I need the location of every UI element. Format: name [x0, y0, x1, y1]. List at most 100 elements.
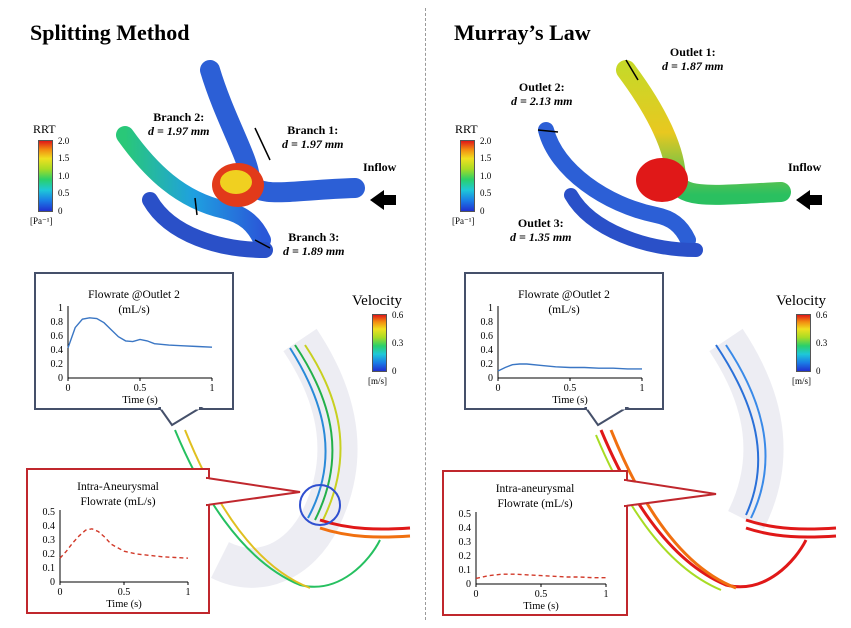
- flowrate-series-line: [59, 528, 189, 559]
- y-tick-label: 0: [58, 373, 63, 384]
- y-tick-label: 0.2: [51, 359, 64, 370]
- branch-3-label: Branch 3: d = 1.89 mm: [283, 230, 345, 258]
- branch-1-label: Branch 1: d = 1.97 mm: [282, 123, 344, 151]
- rrt-tick: 0: [58, 206, 63, 216]
- y-tick-label: 0.2: [459, 551, 472, 562]
- x-axis-label: Time (s): [106, 599, 142, 610]
- rrt-vessel-model: [116, 60, 365, 258]
- rrt-tick: 0: [480, 206, 485, 216]
- rrt-tick: 1.0: [58, 171, 70, 181]
- velocity-tick: 0.3: [392, 338, 404, 348]
- y-tick-label: 0.4: [481, 345, 494, 356]
- velocity-colorbar: [796, 314, 811, 372]
- y-tick-label: 0.5: [459, 509, 472, 520]
- x-tick-label: 0.5: [118, 587, 131, 598]
- y-tick-label: 0.3: [459, 537, 472, 548]
- y-tick-label: 0.2: [481, 359, 494, 370]
- branch-2-label: Branch 2: d = 1.97 mm: [148, 110, 210, 138]
- velocity-title: Velocity: [776, 293, 826, 309]
- inflow-label: Inflow: [363, 160, 397, 174]
- y-tick-label: 0.6: [481, 331, 494, 342]
- velocity-unit: [m/s]: [368, 376, 387, 386]
- flowrate-series-line: [497, 363, 642, 372]
- y-tick-label: 0.4: [459, 523, 472, 534]
- splitting-method-panel: Splitting Method Branch 2: d = 1.97 mm B…: [0, 0, 425, 628]
- velocity-unit: [m/s]: [792, 376, 811, 386]
- y-tick-label: 0.5: [43, 507, 56, 518]
- x-axis-label: Time (s): [523, 601, 559, 612]
- rrt-tick: 0.5: [58, 188, 70, 198]
- x-tick-label: 1: [210, 383, 215, 394]
- outlet-1-label: Outlet 1: d = 1.87 mm: [662, 45, 724, 73]
- x-axis-label: Time (s): [552, 395, 588, 406]
- vessel-artwork: [116, 60, 411, 589]
- y-tick-label: 0.8: [51, 317, 64, 328]
- rrt-title: RRT: [455, 122, 478, 136]
- rrt-tick: 2.0: [58, 136, 70, 146]
- y-tick-label: 0.4: [43, 521, 56, 532]
- x-axis-label: Time (s): [122, 395, 158, 406]
- outlet-chart-title: Flowrate @Outlet 2 (mL/s): [88, 289, 180, 316]
- y-tick-label: 0.4: [51, 345, 64, 356]
- rrt-tick: 1.0: [480, 171, 492, 181]
- x-tick-label: 0.5: [564, 383, 577, 394]
- y-tick-label: 0: [488, 373, 493, 384]
- y-tick-label: 0.1: [459, 565, 472, 576]
- y-tick-label: 0.8: [481, 317, 494, 328]
- rrt-unit: [Pa⁻¹]: [30, 216, 53, 226]
- rrt-tick: 0.5: [480, 188, 492, 198]
- rrt-title: RRT: [33, 122, 56, 136]
- y-tick-label: 0.2: [43, 549, 56, 560]
- velocity-colorbar: [372, 314, 387, 372]
- x-tick-label: 0: [66, 383, 71, 394]
- panel-title: Murray’s Law: [454, 20, 591, 45]
- x-tick-label: 1: [186, 587, 191, 598]
- inflow-arrow-icon: [796, 190, 822, 210]
- rrt-tick: 2.0: [480, 136, 492, 146]
- rrt-tick: 1.5: [480, 153, 492, 163]
- aneurysm-shape: [636, 158, 688, 202]
- velocity-tick: 0: [816, 366, 821, 376]
- y-tick-label: 1: [58, 303, 63, 314]
- flowrate-series-line: [475, 573, 606, 580]
- y-tick-label: 0.1: [43, 563, 56, 574]
- rrt-unit: [Pa⁻¹]: [452, 216, 475, 226]
- x-tick-label: 0.5: [134, 383, 147, 394]
- aneurysm-chart-title: Intra-aneurysmal Flowrate (mL/s): [495, 483, 575, 510]
- y-tick-label: 1: [488, 303, 493, 314]
- murrays-law-panel: Murray’s Law Outlet 1: d = 1.87 mm Outle…: [426, 0, 851, 628]
- x-tick-label: 0: [496, 383, 501, 394]
- rrt-colorbar: [460, 140, 475, 212]
- velocity-tick: 0.6: [392, 310, 404, 320]
- x-tick-label: 1: [640, 383, 645, 394]
- rrt-tick: 1.5: [58, 153, 70, 163]
- outlet-flowrate-callout: Flowrate @Outlet 2 (mL/s) 1 0.8 0.6 0.4 0.2 0…: [464, 272, 664, 410]
- inflow-label: Inflow: [788, 160, 822, 174]
- streamlines: [174, 328, 411, 589]
- y-tick-label: 0: [50, 577, 55, 588]
- x-tick-label: 1: [604, 589, 609, 600]
- y-tick-label: 0: [466, 579, 471, 590]
- panel-divider: [425, 8, 426, 620]
- velocity-title: Velocity: [352, 293, 402, 309]
- velocity-tick: 0.3: [816, 338, 828, 348]
- vessel-artwork: [537, 59, 837, 591]
- outlet-3-label: Outlet 3: d = 1.35 mm: [510, 216, 572, 244]
- outlet-chart-title: Flowrate @Outlet 2 (mL/s): [518, 289, 610, 316]
- velocity-tick: 0.6: [816, 310, 828, 320]
- y-tick-label: 0.3: [43, 535, 56, 546]
- x-tick-label: 0.5: [535, 589, 548, 600]
- panel-title: Splitting Method: [30, 20, 190, 45]
- x-tick-label: 0: [474, 589, 479, 600]
- rrt-colorbar: [38, 140, 53, 212]
- aneurysm-chart-title: Intra-Aneurysmal Flowrate (mL/s): [77, 481, 159, 508]
- outlet-2-label: Outlet 2: d = 2.13 mm: [511, 80, 573, 108]
- x-tick-label: 0: [58, 587, 63, 598]
- flowrate-series-line: [67, 317, 213, 349]
